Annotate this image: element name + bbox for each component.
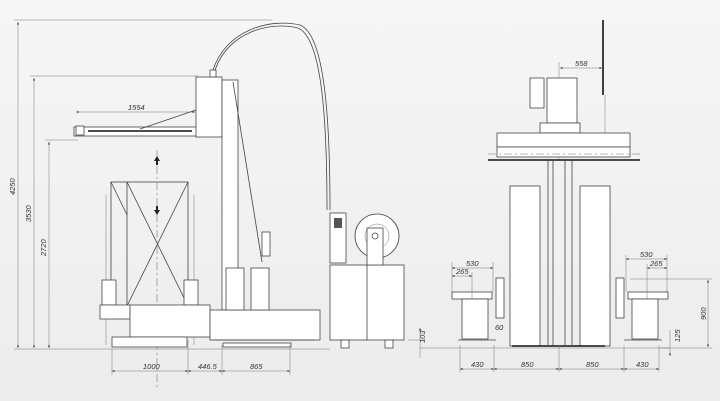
dim-125: 125	[673, 329, 682, 342]
dim-103: 103	[418, 330, 427, 343]
dim-60: 60	[495, 323, 504, 332]
dim-558: 558	[575, 59, 588, 68]
turntable-base	[99, 267, 321, 348]
wrapping-arm: 1554	[73, 103, 221, 137]
height-dimensions: 4250 3530 2720	[8, 19, 330, 350]
dim-530-left: 530	[466, 259, 479, 268]
dim-265-left: 265	[455, 267, 469, 276]
dim-850-left: 850	[521, 360, 534, 369]
dim-1554: 1554	[128, 103, 145, 112]
dim-446-5: 446.5	[198, 362, 218, 371]
dim-430-right: 430	[636, 360, 649, 369]
dim-1000: 1000	[143, 362, 161, 371]
dim-865: 865	[250, 362, 263, 371]
dim-3530: 3530	[24, 204, 33, 222]
dim-430-left: 430	[471, 360, 484, 369]
motor	[529, 77, 545, 109]
arrow-down-icon	[154, 206, 160, 215]
load-pallet	[101, 150, 199, 390]
base-dimensions: 1000 446.5 865	[111, 340, 291, 375]
left-side-view: 4250 3530 2720 1554	[8, 19, 427, 390]
control-unit: 103	[329, 212, 427, 358]
mast	[195, 22, 331, 311]
dim-2720: 2720	[39, 238, 48, 257]
dim-4250: 4250	[8, 177, 17, 195]
arrow-up-icon	[154, 156, 160, 165]
dim-530-right: 530	[640, 250, 653, 259]
front-view: 558 530 265 60	[420, 20, 712, 372]
dim-265-right: 265	[649, 259, 663, 268]
dim-850-right: 850	[586, 360, 599, 369]
dim-900: 900	[699, 307, 708, 320]
